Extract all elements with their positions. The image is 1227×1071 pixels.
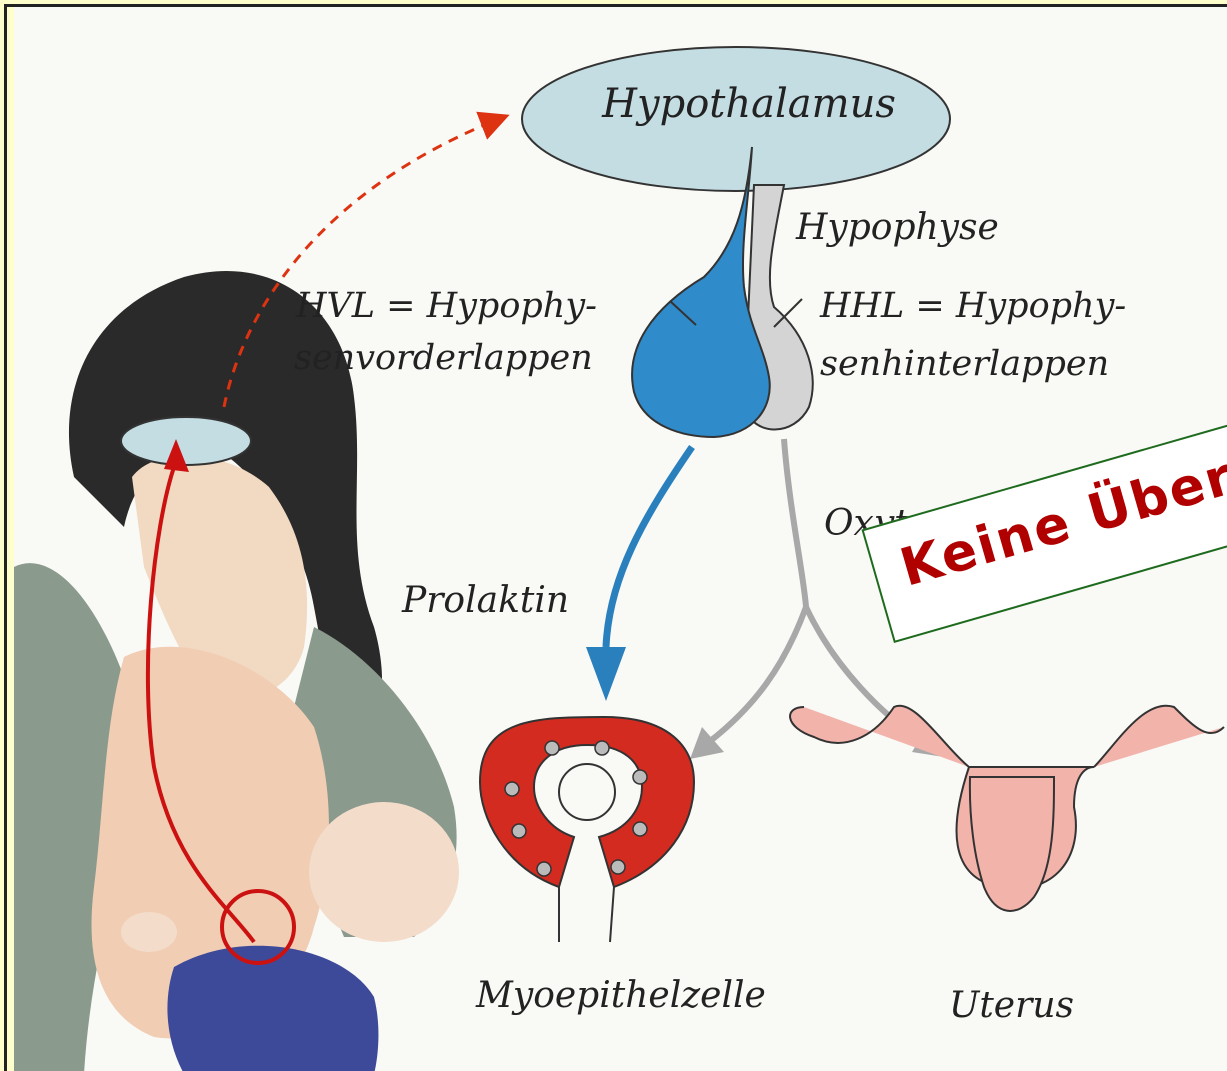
slide-frame: Hypothalamus Hypophyse HVL = Hypophy- se… (4, 4, 1227, 1071)
diagram-canvas: Hypothalamus Hypophyse HVL = Hypophy- se… (14, 7, 1227, 1071)
myoepithelzelle-shape (480, 717, 694, 942)
baby-body (167, 946, 378, 1071)
mother-hypothalamus (121, 417, 251, 465)
myoepithelzelle-label: Myoepithelzelle (475, 975, 766, 1016)
hvl-label-line1: HVL = Hypophy- (295, 286, 597, 326)
prolaktin-arrow (606, 447, 692, 647)
hvl-label-line2: senvorderlappen (294, 338, 593, 378)
baby-head (309, 802, 459, 942)
hhl-label-line2: senhinterlappen (820, 344, 1109, 384)
prolaktin-arrowhead (586, 647, 626, 701)
hypothalamus-label: Hypothalamus (601, 81, 896, 127)
hhl-label-line1: HHL = Hypophy- (819, 286, 1126, 326)
uterus-shape (790, 706, 1224, 911)
mother-illustration (14, 271, 459, 1071)
hypophyse-label: Hypophyse (795, 207, 999, 248)
baby-hand (121, 912, 177, 952)
uterus-label: Uterus (949, 985, 1074, 1026)
prolaktin-label: Prolaktin (401, 580, 569, 621)
oxytozin-stem (784, 439, 806, 607)
